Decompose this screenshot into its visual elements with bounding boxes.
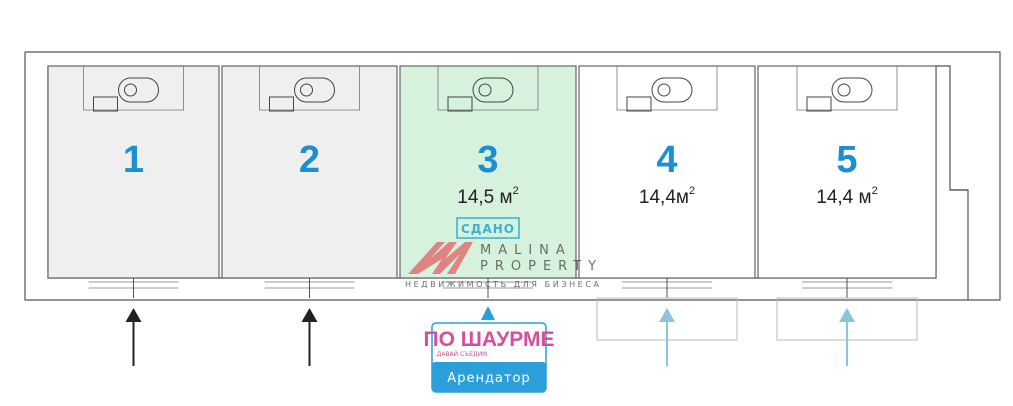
- watermark-logo: MALINA PROPERTY НЕДВИЖИМОСТЬ ДЛЯ БИЗНЕСА: [405, 242, 603, 289]
- toilet-icon: [831, 77, 873, 103]
- unit-area-value: 14,4 м: [816, 187, 871, 208]
- watermark-tagline: НЕДВИЖИМОСТЬ ДЛЯ БИЗНЕСА: [405, 280, 602, 289]
- unit-room: [399, 65, 577, 279]
- unit-4[interactable]: 4 14,4м2: [578, 65, 756, 366]
- bathroom-wall: [437, 66, 539, 111]
- watermark-line2: PROPERTY: [480, 259, 603, 274]
- toilet-bowl-icon: [478, 83, 492, 97]
- area-superscript: 2: [513, 185, 519, 197]
- sink-icon: [626, 96, 652, 112]
- tenant-logo-subtitle: ДАВАЙ СЪЕДИМ: [437, 351, 488, 358]
- unit-room: [757, 65, 937, 279]
- unit-area-value: 14,4м: [639, 187, 689, 208]
- area-superscript: 2: [872, 185, 878, 197]
- unit-area: 14,4м2: [639, 185, 695, 208]
- toilet-bowl-icon: [837, 83, 851, 97]
- unit-area-value: 14,5 м: [457, 187, 512, 208]
- toilet-icon: [472, 77, 514, 103]
- unit-room: [47, 65, 220, 279]
- bathroom-wall: [259, 66, 360, 111]
- sink-icon: [806, 96, 832, 112]
- unit-number: 4: [656, 139, 677, 181]
- unit-area: 14,5 м2: [457, 185, 518, 208]
- sink-icon: [447, 96, 473, 112]
- watermark-mark: [408, 242, 473, 274]
- watermark-line1: MALINA: [480, 243, 572, 258]
- unit-number: 3: [477, 139, 498, 181]
- sink-icon: [269, 96, 294, 112]
- toilet-icon: [651, 77, 693, 103]
- area-superscript: 2: [689, 185, 695, 197]
- entrance-arrow: [481, 306, 495, 320]
- status-badge: СДАНО: [461, 222, 515, 236]
- unit-number: 2: [299, 139, 320, 181]
- entrance-arrow: [125, 308, 142, 322]
- entrance-arrow: [301, 308, 318, 322]
- entrance-arrow: [659, 308, 675, 322]
- unit-room: [221, 65, 398, 279]
- toilet-icon: [294, 77, 335, 103]
- bathroom-wall: [83, 66, 184, 111]
- toilet-bowl-icon: [124, 83, 137, 97]
- tenant-card[interactable]: ПО ШАУРМЕ ДАВАЙ СЪЕДИМ Арендатор: [423, 322, 555, 393]
- sink-icon: [93, 96, 118, 112]
- entrance-arrow: [839, 308, 855, 322]
- toilet-bowl-icon: [300, 83, 313, 97]
- bathroom-wall: [796, 66, 898, 111]
- unit-room: [578, 65, 756, 279]
- status-badge-frame: [456, 217, 520, 239]
- unit-5[interactable]: 5 14,4 м2: [757, 65, 937, 366]
- toilet-bowl-icon: [657, 83, 671, 97]
- unit-number: 1: [123, 139, 144, 181]
- toilet-icon: [118, 77, 159, 103]
- bathroom-wall: [616, 66, 718, 111]
- unit-1[interactable]: 1: [47, 65, 220, 366]
- unit-2[interactable]: 2: [221, 65, 398, 366]
- unit-area: 14,4 м2: [816, 185, 877, 208]
- tenant-label-bar: [432, 362, 546, 392]
- tenant-label: Арендатор: [447, 371, 530, 386]
- unit-number: 5: [836, 139, 857, 181]
- tenant-logo-title: ПО ШАУРМЕ: [423, 328, 554, 351]
